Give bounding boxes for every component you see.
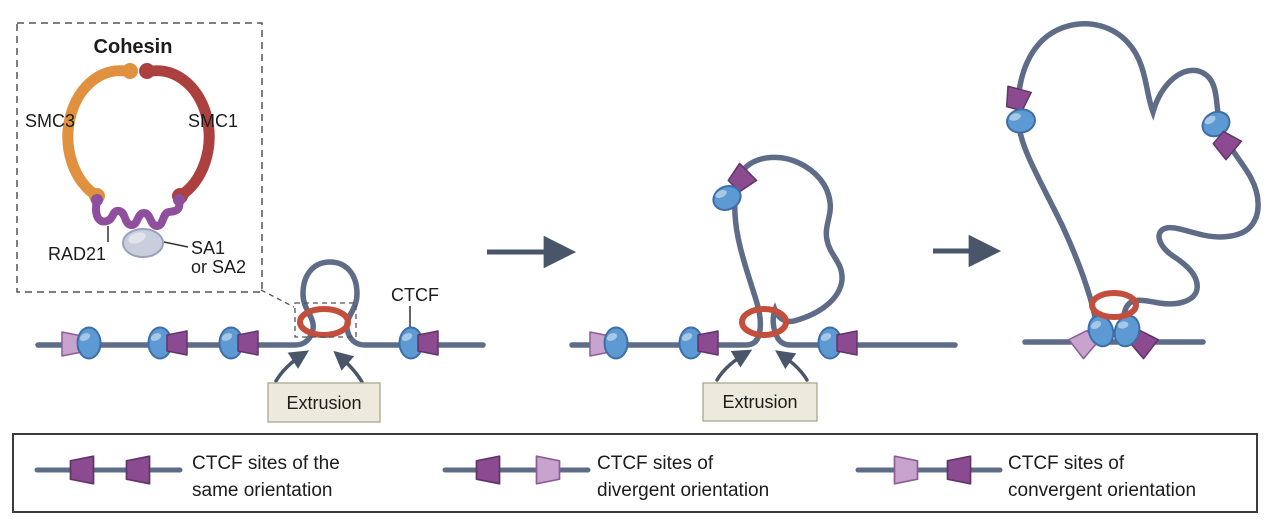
- dna-strand-with-medium-loop: [569, 154, 958, 348]
- sa-subunit: [122, 228, 164, 258]
- smc3-head-knob: [122, 63, 138, 79]
- smc3-arc: [62, 65, 136, 202]
- extrusion-arrow-right: [775, 350, 809, 382]
- ctcf-oval-highlight: [150, 333, 162, 341]
- ctcf-oval-highlight: [715, 189, 727, 199]
- cohesin-ring-dashed-box: [294, 302, 357, 338]
- ctcf-arrow-dark-left-icon: [166, 330, 188, 356]
- cohesin-ring: [739, 306, 789, 338]
- ctcf-oval-highlight: [79, 333, 91, 341]
- extrusion-arrow-left: [274, 350, 310, 383]
- legend-text-line2: convergent orientation: [1008, 480, 1196, 501]
- inset-connector-dashed-line: [260, 289, 295, 308]
- ctcf-site-left-2: [678, 326, 719, 360]
- ctcf-site-on-loop-right: [1201, 110, 1243, 161]
- ctcf-protein-oval: [76, 326, 102, 360]
- legend: CTCF sites of the same orientation CTCF …: [12, 433, 1258, 513]
- ctcf-arrow-dark-left-icon: [237, 330, 259, 356]
- ctcf-site-left-2: [147, 326, 188, 360]
- inset-dashed-border: [16, 22, 263, 293]
- smc1-arc: [141, 65, 215, 202]
- ctcf-arrow-dark-left-icon: [836, 330, 858, 356]
- ctcf-arrow-light-right-icon: [535, 455, 561, 485]
- ctcf-site-left-3: [817, 326, 858, 360]
- ctcf-arrow-light-right-icon: [893, 455, 919, 485]
- ctcf-site-left-3: [218, 326, 259, 360]
- legend-text-line1: CTCF sites of: [597, 453, 714, 474]
- extrusion-annotation-2: Extrusion: [702, 349, 818, 422]
- extrusion-arrow-right: [333, 350, 364, 384]
- ctcf-arrow-dark-left-icon: [475, 455, 501, 485]
- inset-title: Cohesin: [94, 36, 173, 58]
- ctcf-oval-highlight: [1009, 113, 1021, 121]
- legend-border: [12, 433, 1258, 513]
- smc1-label: SMC1: [188, 111, 238, 131]
- extrusion-annotation-1: Extrusion: [267, 350, 381, 423]
- panel-3-loop-anchored: [1005, 21, 1261, 360]
- ctcf-arrow-dark-left-icon: [697, 330, 719, 356]
- ctcf-oval-highlight: [401, 333, 413, 341]
- ctcf-arrow-dark-left-icon: [125, 455, 151, 485]
- extrusion-label-box: [267, 382, 381, 423]
- loop-anchor-cluster: [1067, 290, 1160, 360]
- extrusion-arrow-left: [715, 349, 753, 382]
- legend-item-convergent-orientation: CTCF sites of convergent orientation: [855, 453, 1196, 501]
- legend-text-line2: divergent orientation: [597, 480, 769, 501]
- ctcf-arrow-dark-left-icon: [69, 455, 95, 485]
- ctcf-site-divergent-left: [61, 326, 102, 360]
- legend-item-divergent-orientation: CTCF sites of divergent orientation: [442, 453, 769, 501]
- legend-item-same-orientation: CTCF sites of the same orientation: [34, 453, 340, 501]
- panel-1-extrusion-start: CTCF Extrusion: [35, 259, 486, 423]
- ctcf-arrow-dark-left-icon: [417, 330, 439, 356]
- ctcf-protein-oval: [1006, 108, 1036, 134]
- ctcf-oval-highlight: [1090, 320, 1102, 330]
- ctcf-oval-highlight: [681, 333, 693, 341]
- ctcf-oval-highlight: [1117, 321, 1129, 329]
- legend-text-line1: CTCF sites of: [1008, 453, 1125, 474]
- cohesin-ring: [297, 306, 351, 338]
- legend-text-line2: same orientation: [192, 480, 332, 501]
- extrusion-label-box: [702, 382, 818, 422]
- dna-large-loop: [1015, 21, 1261, 337]
- ctcf-site-on-loop-left: [1005, 85, 1036, 134]
- sa-subunit-highlight: [128, 232, 146, 244]
- ctcf-oval-highlight: [221, 333, 233, 341]
- rad21-label: RAD21: [48, 244, 106, 264]
- smc1-head-knob: [139, 63, 155, 79]
- panel-2-extrusion-progress: Extrusion: [569, 154, 958, 422]
- rad21-knob-left: [91, 194, 103, 206]
- ctcf-protein-oval: [603, 326, 629, 360]
- extrusion-label: Extrusion: [722, 392, 797, 412]
- extrusion-label: Extrusion: [286, 393, 361, 413]
- ctcf-site-labelled: CTCF: [391, 285, 439, 360]
- rad21-knob-right: [173, 194, 185, 206]
- legend-text-line1: CTCF sites of the: [192, 453, 340, 474]
- ctcf-arrow-dark-left-icon: [946, 455, 972, 485]
- sa-callout-line: [163, 241, 189, 248]
- ctcf-arrow-dark-upleft-icon: [1212, 130, 1243, 161]
- ctcf-protein-oval-left: [1087, 314, 1115, 348]
- ctcf-label: CTCF: [391, 285, 439, 305]
- sa-label-line1: SA1: [191, 238, 225, 258]
- ctcf-arrow-dark-down-icon: [1005, 85, 1032, 112]
- ctcf-oval-highlight: [1204, 115, 1216, 125]
- ctcf-protein-oval-right: [1113, 314, 1141, 348]
- ctcf-protein-oval: [712, 185, 742, 211]
- cohesin-ring: [1089, 290, 1139, 320]
- rad21-linker: [92, 195, 184, 231]
- ctcf-oval-highlight: [820, 333, 832, 341]
- sa-label-line2: or SA2: [191, 257, 246, 277]
- cohesin-inset: Cohesin SMC3 SMC1 RAD21 SA1 or SA2: [16, 22, 263, 293]
- ctcf-oval-highlight: [606, 333, 618, 341]
- ctcf-site-divergent-left: [589, 326, 629, 360]
- ctcf-site-on-loop: [712, 162, 758, 211]
- smc3-label: SMC3: [25, 111, 75, 131]
